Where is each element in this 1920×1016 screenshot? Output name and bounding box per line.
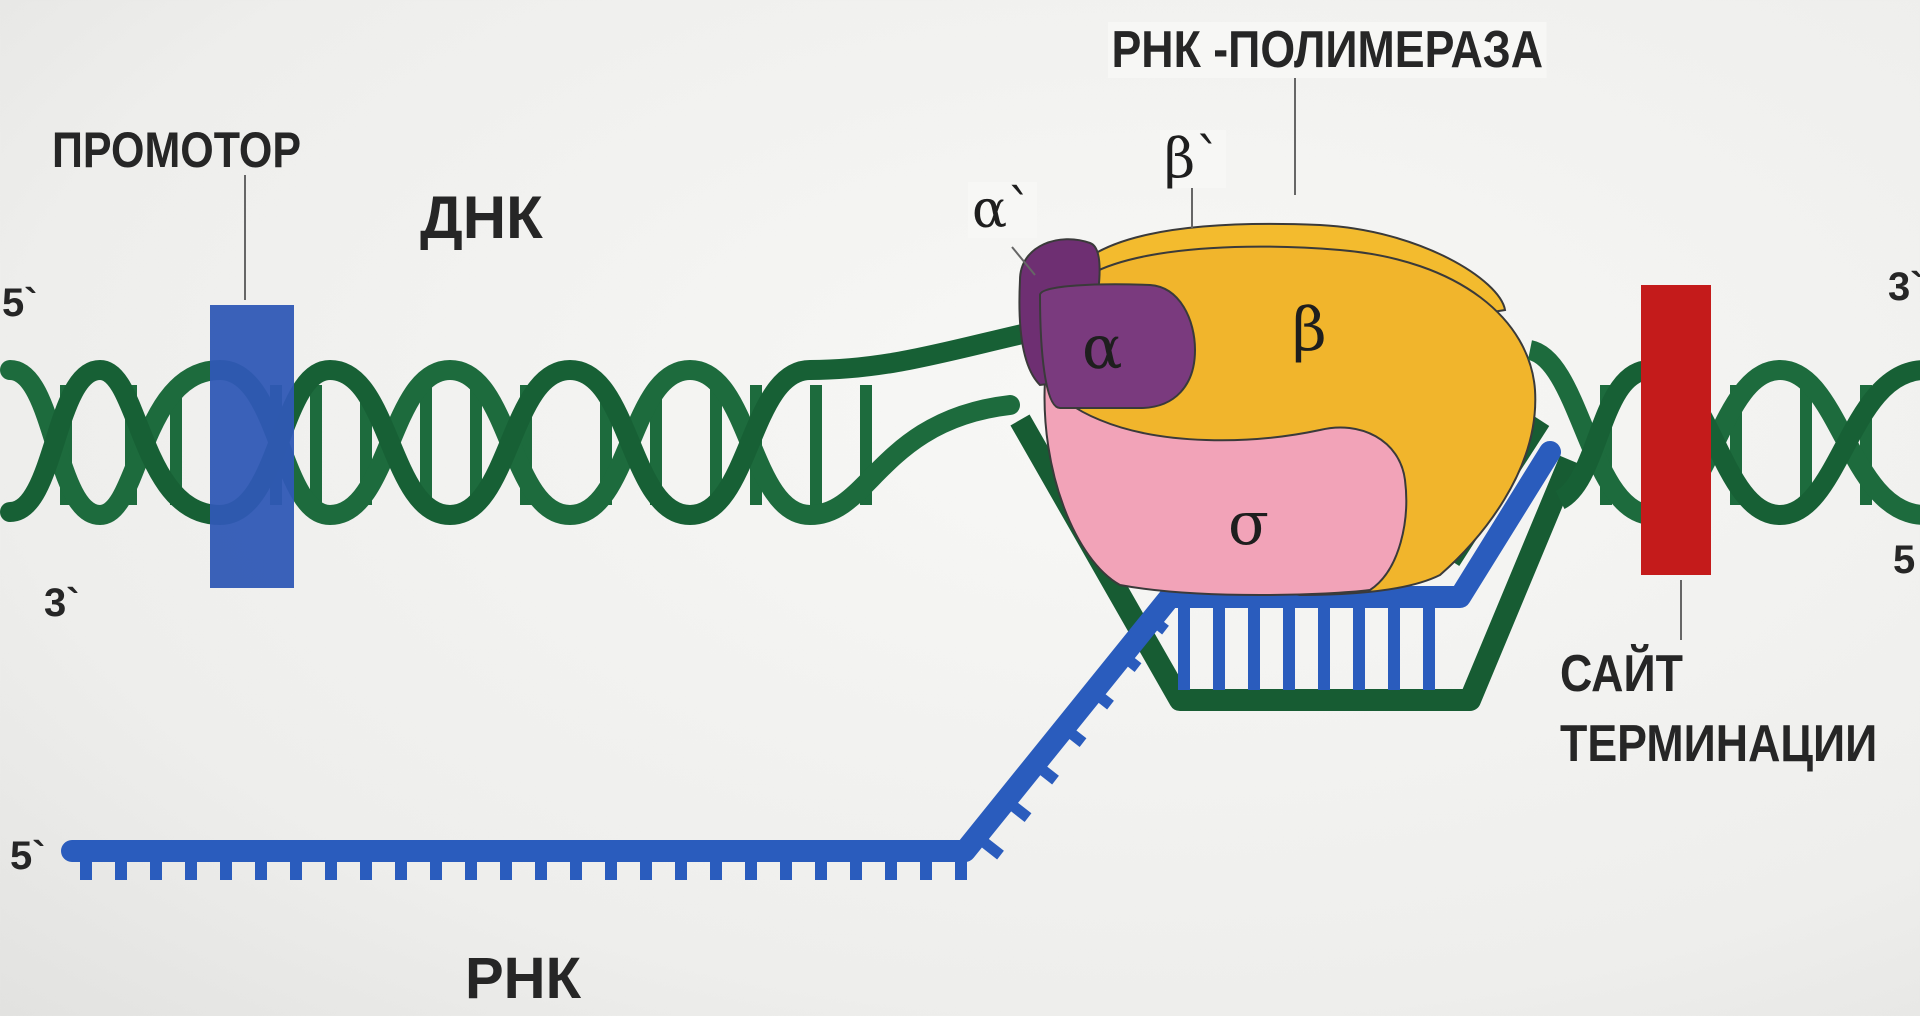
rna-nucleotide: [640, 858, 652, 880]
rna-nucleotide: [290, 858, 302, 880]
rna-nucleotides: [80, 611, 1169, 880]
rna-polymerase-label: РНК -ПОЛИМЕРАЗА: [1108, 22, 1547, 78]
dna-label: ДНК: [420, 188, 543, 248]
beta-prime-label: β`: [1160, 130, 1226, 188]
dna-5-prime-right: 5: [1893, 540, 1915, 580]
rna-nucleotide: [815, 858, 827, 880]
rna-nucleotide: [885, 858, 897, 880]
rna-nucleotide: [395, 858, 407, 880]
rna-nucleotide: [535, 858, 547, 880]
promoter-label: ПРОМОТОР: [52, 125, 301, 175]
rna-nucleotide: [465, 858, 477, 880]
hybrid-pair: [1353, 605, 1365, 690]
rna-label: РНК: [465, 950, 581, 1008]
rna-nucleotide: [80, 858, 92, 880]
rna-nucleotide: [185, 858, 197, 880]
rna-nucleotide: [850, 858, 862, 880]
hybrid-pair: [1178, 605, 1190, 690]
rna-nucleotide: [780, 858, 792, 880]
rna-5-prime: 5`: [10, 836, 46, 876]
dna-5-prime-left: 5`: [2, 283, 38, 323]
termination-site-label-line2: ТЕРМИНАЦИИ: [1560, 718, 1877, 770]
rna-nucleotide: [745, 858, 757, 880]
dna-3-prime-right: 3`: [1888, 267, 1920, 307]
rna-nucleotide: [710, 858, 722, 880]
alpha-label: α: [1082, 318, 1123, 378]
beta-label: β: [1292, 300, 1327, 360]
rna-nucleotide: [430, 858, 442, 880]
rna-nucleotide: [500, 858, 512, 880]
hybrid-pair: [1248, 605, 1260, 690]
rna-nucleotide: [675, 858, 687, 880]
rna-nucleotide: [150, 858, 162, 880]
dna-3-prime-left: 3`: [44, 583, 80, 623]
hybrid-pair: [1423, 605, 1435, 690]
dna-helix-right: [1530, 350, 1920, 515]
rna-dna-hybrid-pairs: [1178, 605, 1435, 690]
rna-nucleotide: [920, 858, 932, 880]
rna-nucleotide: [115, 858, 127, 880]
termination-site-label-line1: САЙТ: [1560, 648, 1683, 700]
rna-nucleotide: [255, 858, 267, 880]
hybrid-pair: [1283, 605, 1295, 690]
rna-nucleotide: [605, 858, 617, 880]
rna-nucleotide: [220, 858, 232, 880]
hybrid-pair: [1318, 605, 1330, 690]
hybrid-pair: [1388, 605, 1400, 690]
rna-polymerase: [1019, 224, 1535, 595]
rna-nucleotide: [955, 858, 967, 880]
rna-nucleotide: [570, 858, 582, 880]
promoter-block: [210, 305, 294, 588]
dna-helix-left: [10, 330, 1040, 515]
rna-nucleotide: [360, 858, 372, 880]
dna-base-pair: [310, 385, 322, 505]
termination-site-block: [1641, 285, 1711, 575]
sigma-label: σ: [1228, 494, 1269, 554]
rna-nucleotide: [325, 858, 337, 880]
dna-base-pair: [810, 385, 822, 505]
hybrid-pair: [1213, 605, 1225, 690]
alpha-prime-label: α`: [968, 182, 1037, 238]
